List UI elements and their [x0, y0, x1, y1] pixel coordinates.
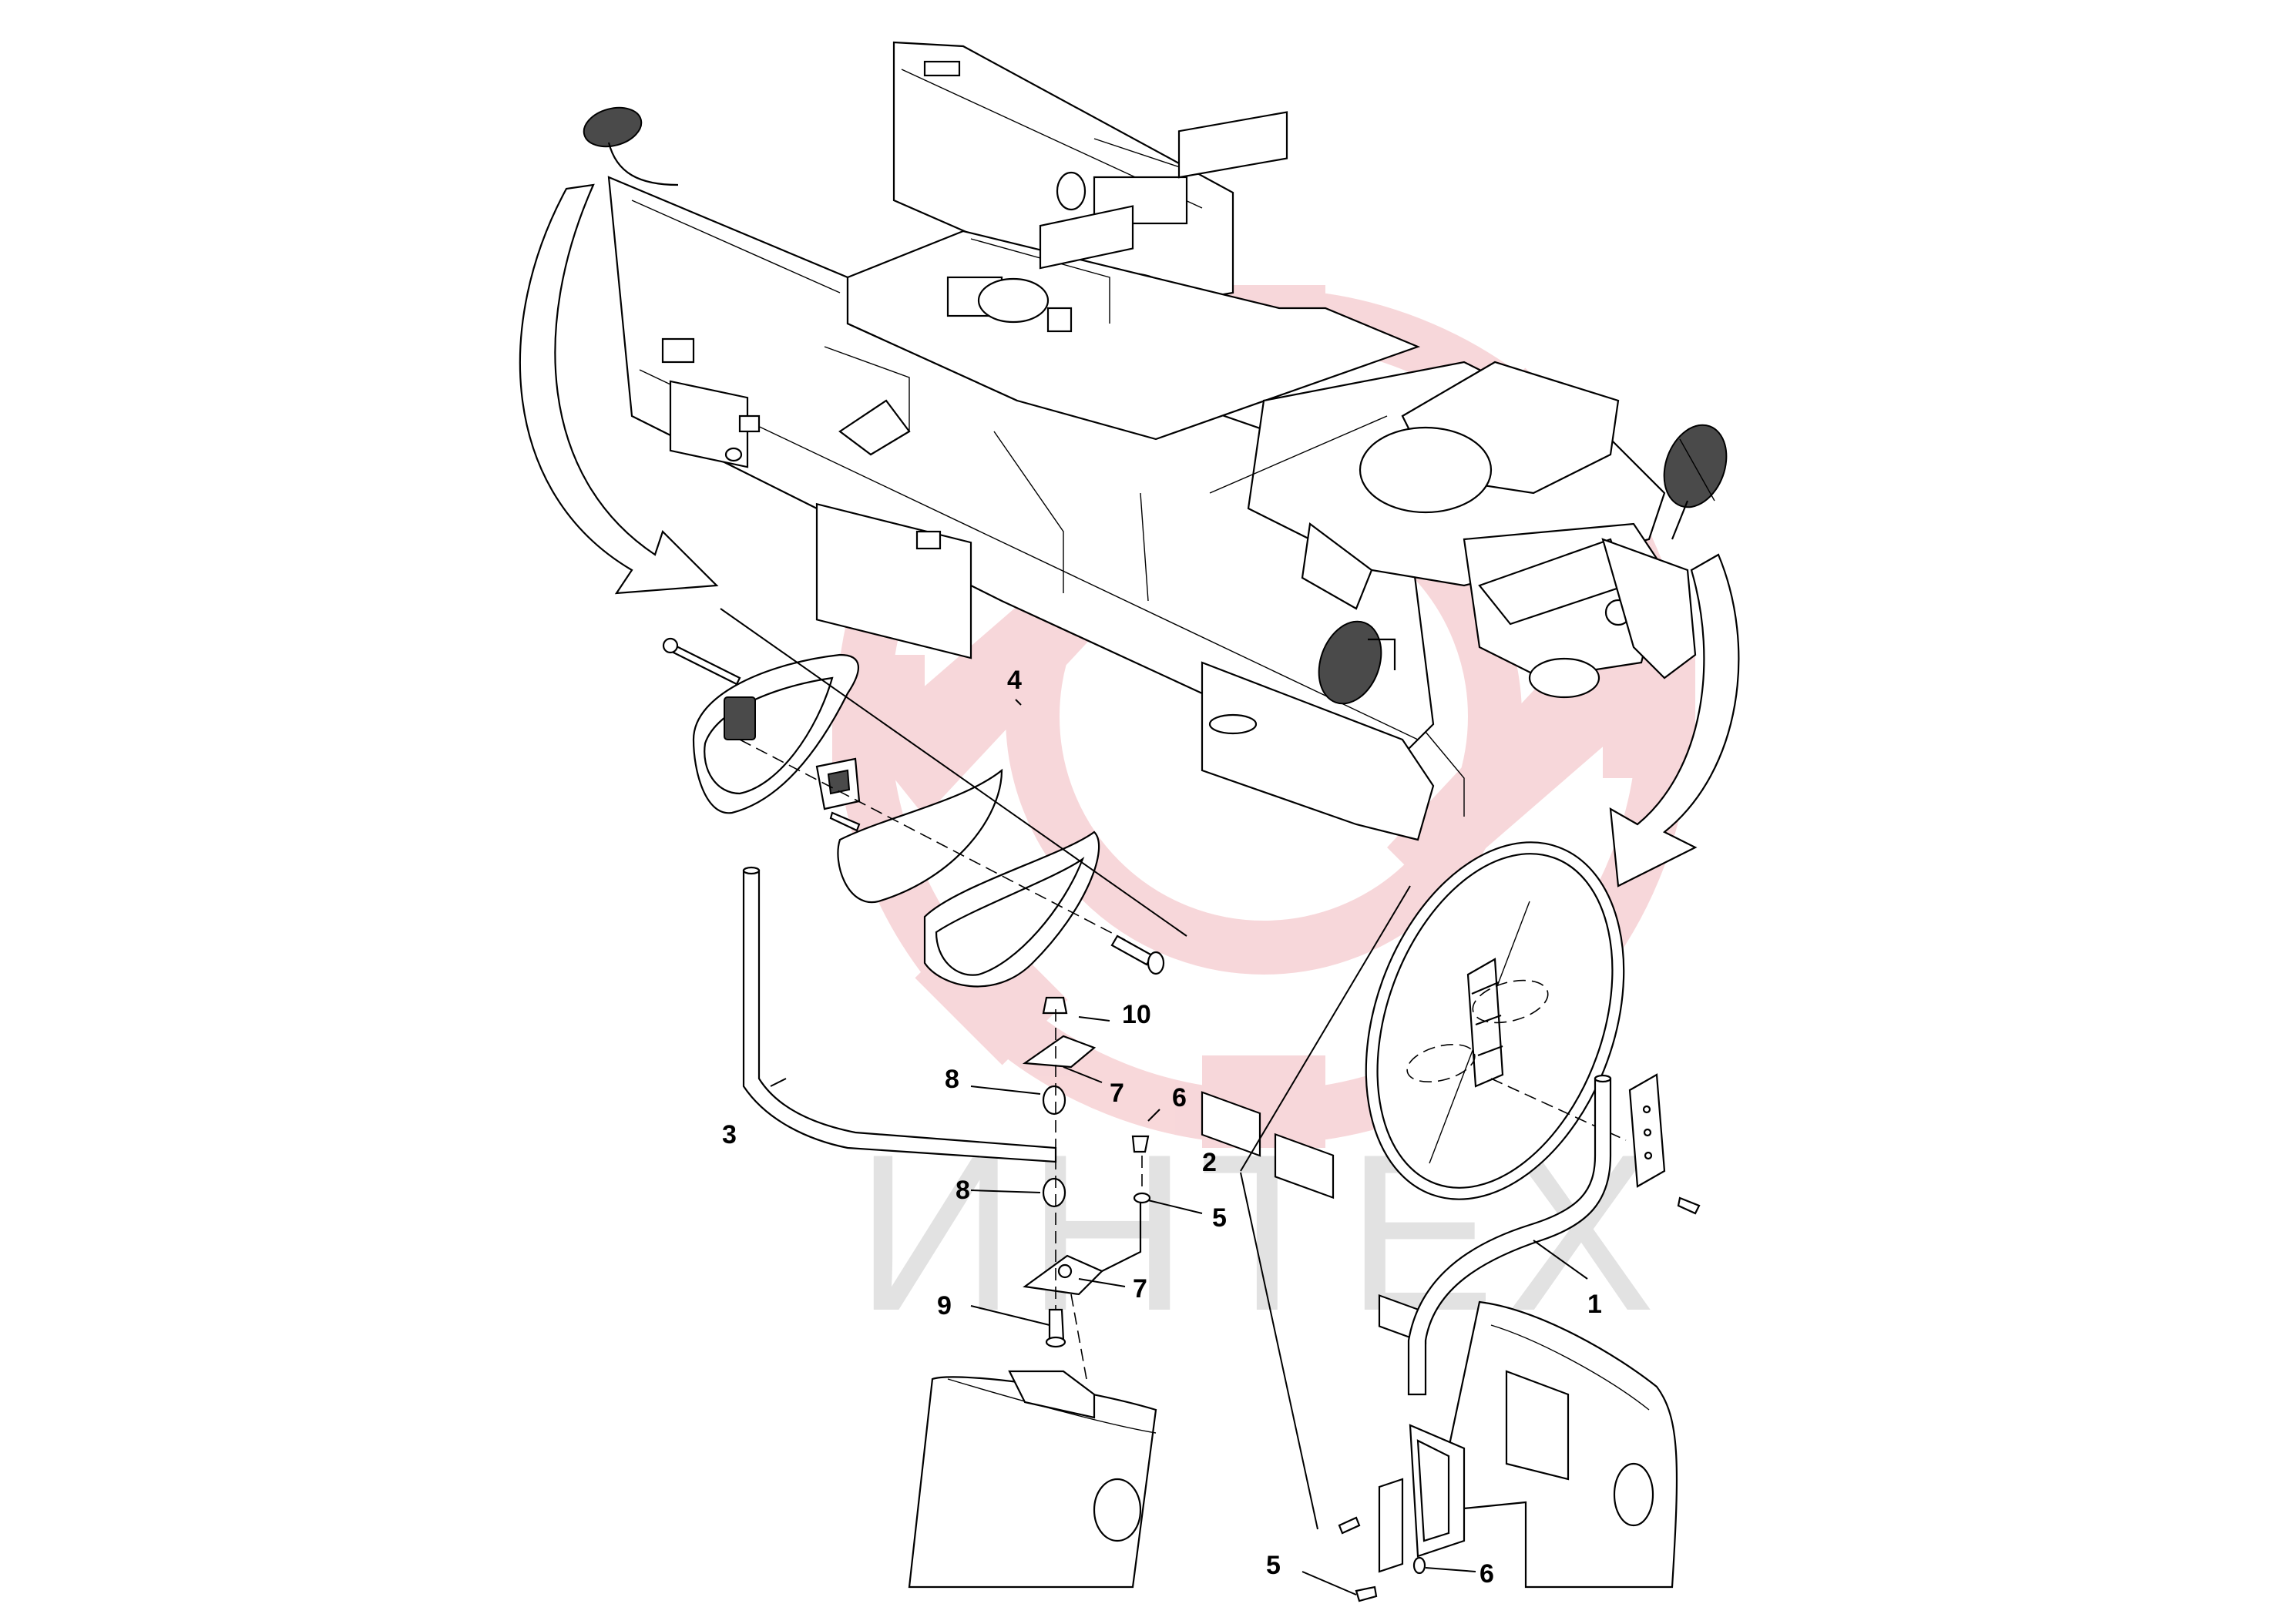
callout-2: 2	[1202, 1148, 1217, 1177]
bracket-right-upper	[1628, 1073, 1701, 1215]
callouts: 4 10 8 7 6 3 2 8 5 7 9 1 5 6	[722, 666, 1602, 1589]
mirror-assembly-4	[662, 637, 1165, 988]
callout-4: 4	[1007, 666, 1022, 695]
mirror-right-frame	[1663, 424, 1728, 540]
callout-7-bottom: 7	[1133, 1274, 1147, 1304]
main-frame	[607, 41, 1697, 1344]
mirror-rod-1	[1407, 1074, 1612, 1396]
mirror-left-top	[583, 106, 679, 186]
callout-3: 3	[722, 1120, 737, 1149]
rotation-arrow-left	[519, 183, 719, 595]
callout-7-top: 7	[1110, 1079, 1124, 1108]
lower-body-left	[908, 1370, 1157, 1589]
mirror-centre-frame	[1318, 620, 1396, 705]
mirror-2	[1365, 841, 1627, 1200]
lower-body-right	[1338, 1300, 1678, 1602]
callout-6-right: 6	[1480, 1559, 1494, 1589]
callout-8-top: 8	[945, 1065, 959, 1094]
rotation-arrow-right	[1609, 553, 1740, 887]
callout-5-left: 5	[1212, 1203, 1227, 1233]
callout-9: 9	[937, 1291, 952, 1320]
callout-1: 1	[1587, 1290, 1602, 1319]
callout-10: 10	[1122, 1000, 1151, 1029]
callout-5-right: 5	[1266, 1551, 1281, 1580]
callout-8-bottom: 8	[956, 1176, 970, 1205]
callout-6-left: 6	[1172, 1083, 1187, 1112]
hardware-stack-left	[1022, 996, 1151, 1380]
leader-lines	[720, 608, 1588, 1595]
